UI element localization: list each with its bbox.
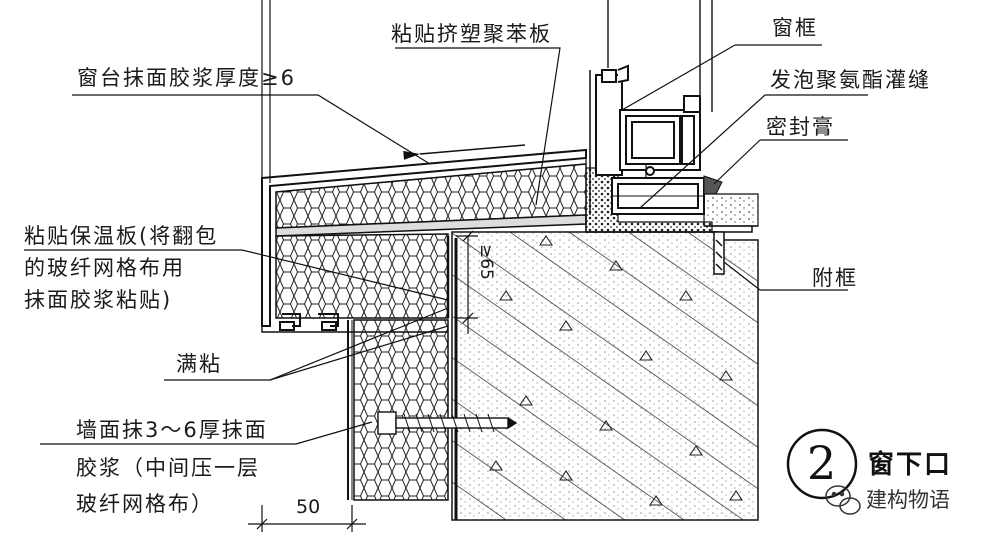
sub-frame-anchor xyxy=(713,231,725,275)
drip-profile xyxy=(279,313,339,331)
label-wall-2: 胶浆（中间压一层 xyxy=(76,456,260,480)
insulation-return xyxy=(275,233,449,319)
watermark-text: 建构物语 xyxy=(866,488,950,512)
slope-arrow xyxy=(403,144,526,160)
dim-65-text: ≥65 xyxy=(476,244,496,280)
anchor-bolt xyxy=(377,411,518,435)
label-sill-mortar: 窗台抹面胶浆厚度≥6 xyxy=(77,66,296,90)
dim-65 xyxy=(456,230,478,334)
detail-number: 2 xyxy=(807,436,837,490)
label-sub-frame: 附框 xyxy=(812,266,858,290)
label-wall-3: 玻纤网格布） xyxy=(76,492,214,516)
label-wall-1: 墙面抹3～6厚抹面 xyxy=(76,418,268,442)
detail-title: 窗下口 xyxy=(868,450,953,480)
concrete-wall xyxy=(451,231,759,521)
dim-50 xyxy=(248,505,366,532)
label-pu-foam: 发泡聚氨酯灌缝 xyxy=(770,68,931,92)
label-insulation-1: 粘贴保温板(将翻包 xyxy=(24,224,219,248)
leader-lines xyxy=(24,44,868,445)
label-xps-board: 粘贴挤塑聚苯板 xyxy=(391,22,552,46)
label-window-frame: 窗框 xyxy=(772,16,818,40)
detail-number-circle xyxy=(786,428,858,500)
dim-50-text: 50 xyxy=(296,496,321,518)
label-insulation-3: 抹面胶浆粘贴) xyxy=(24,288,173,312)
label-full-adhesive: 满粘 xyxy=(176,352,222,376)
wechat-icon xyxy=(825,485,861,515)
window-frame xyxy=(589,64,705,215)
interior-sill xyxy=(703,193,759,227)
wall-insulation xyxy=(353,319,449,501)
label-insulation-2: 的玻纤网格布用 xyxy=(24,256,185,280)
label-sealant: 密封膏 xyxy=(766,115,835,139)
